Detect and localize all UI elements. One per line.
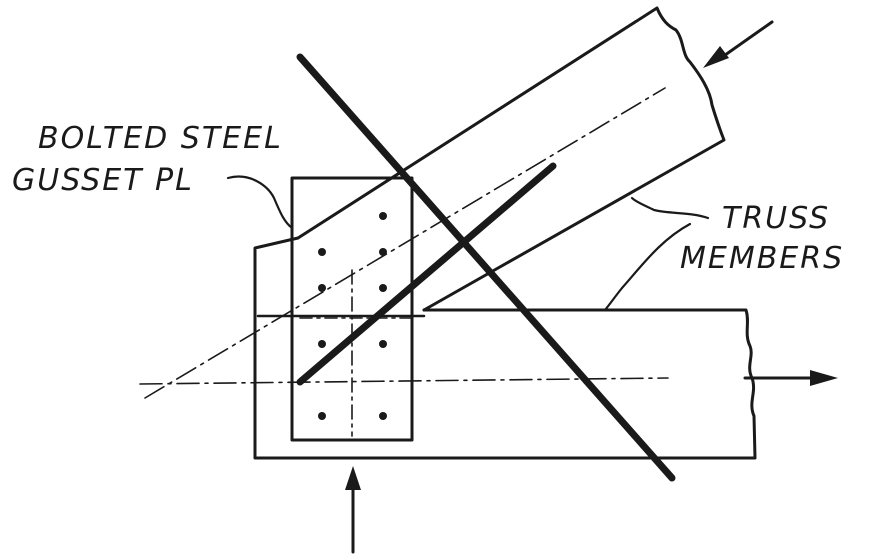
- bolt: [379, 248, 387, 256]
- gusset-label-line1: BOLTED STEEL: [38, 121, 283, 156]
- section-cut-line-long: [296, 53, 676, 482]
- bolt: [318, 248, 326, 256]
- diagonal-centerline: [144, 87, 666, 399]
- truss-leader-line-lower: [603, 222, 692, 312]
- force-arrow-horizontal-head: [810, 370, 838, 386]
- force-arrow-diagonal-head: [703, 46, 729, 68]
- bolt: [379, 412, 387, 420]
- gusset-label-line2: GUSSET PL: [12, 163, 194, 198]
- bolt: [379, 340, 387, 348]
- diagonal-member-outline: [296, 6, 726, 312]
- horizontal-centerline: [139, 377, 669, 385]
- bolt: [318, 284, 326, 292]
- section-cut-line-short: [296, 162, 557, 386]
- force-arrow-diagonal-shaft: [716, 20, 774, 62]
- gusset-leader-line: [226, 175, 294, 230]
- truss-label-line2: MEMBERS: [680, 241, 845, 276]
- bolt: [318, 412, 326, 420]
- truss-leader-line-upper: [630, 196, 710, 220]
- gusset-plate: [290, 176, 414, 442]
- bolt: [318, 340, 326, 348]
- bolt: [379, 212, 387, 220]
- truss-label-line1: TRUSS: [722, 201, 831, 236]
- force-arrow-vertical-head: [345, 466, 361, 490]
- horizontal-member-outline: [253, 236, 757, 460]
- bolt: [379, 284, 387, 292]
